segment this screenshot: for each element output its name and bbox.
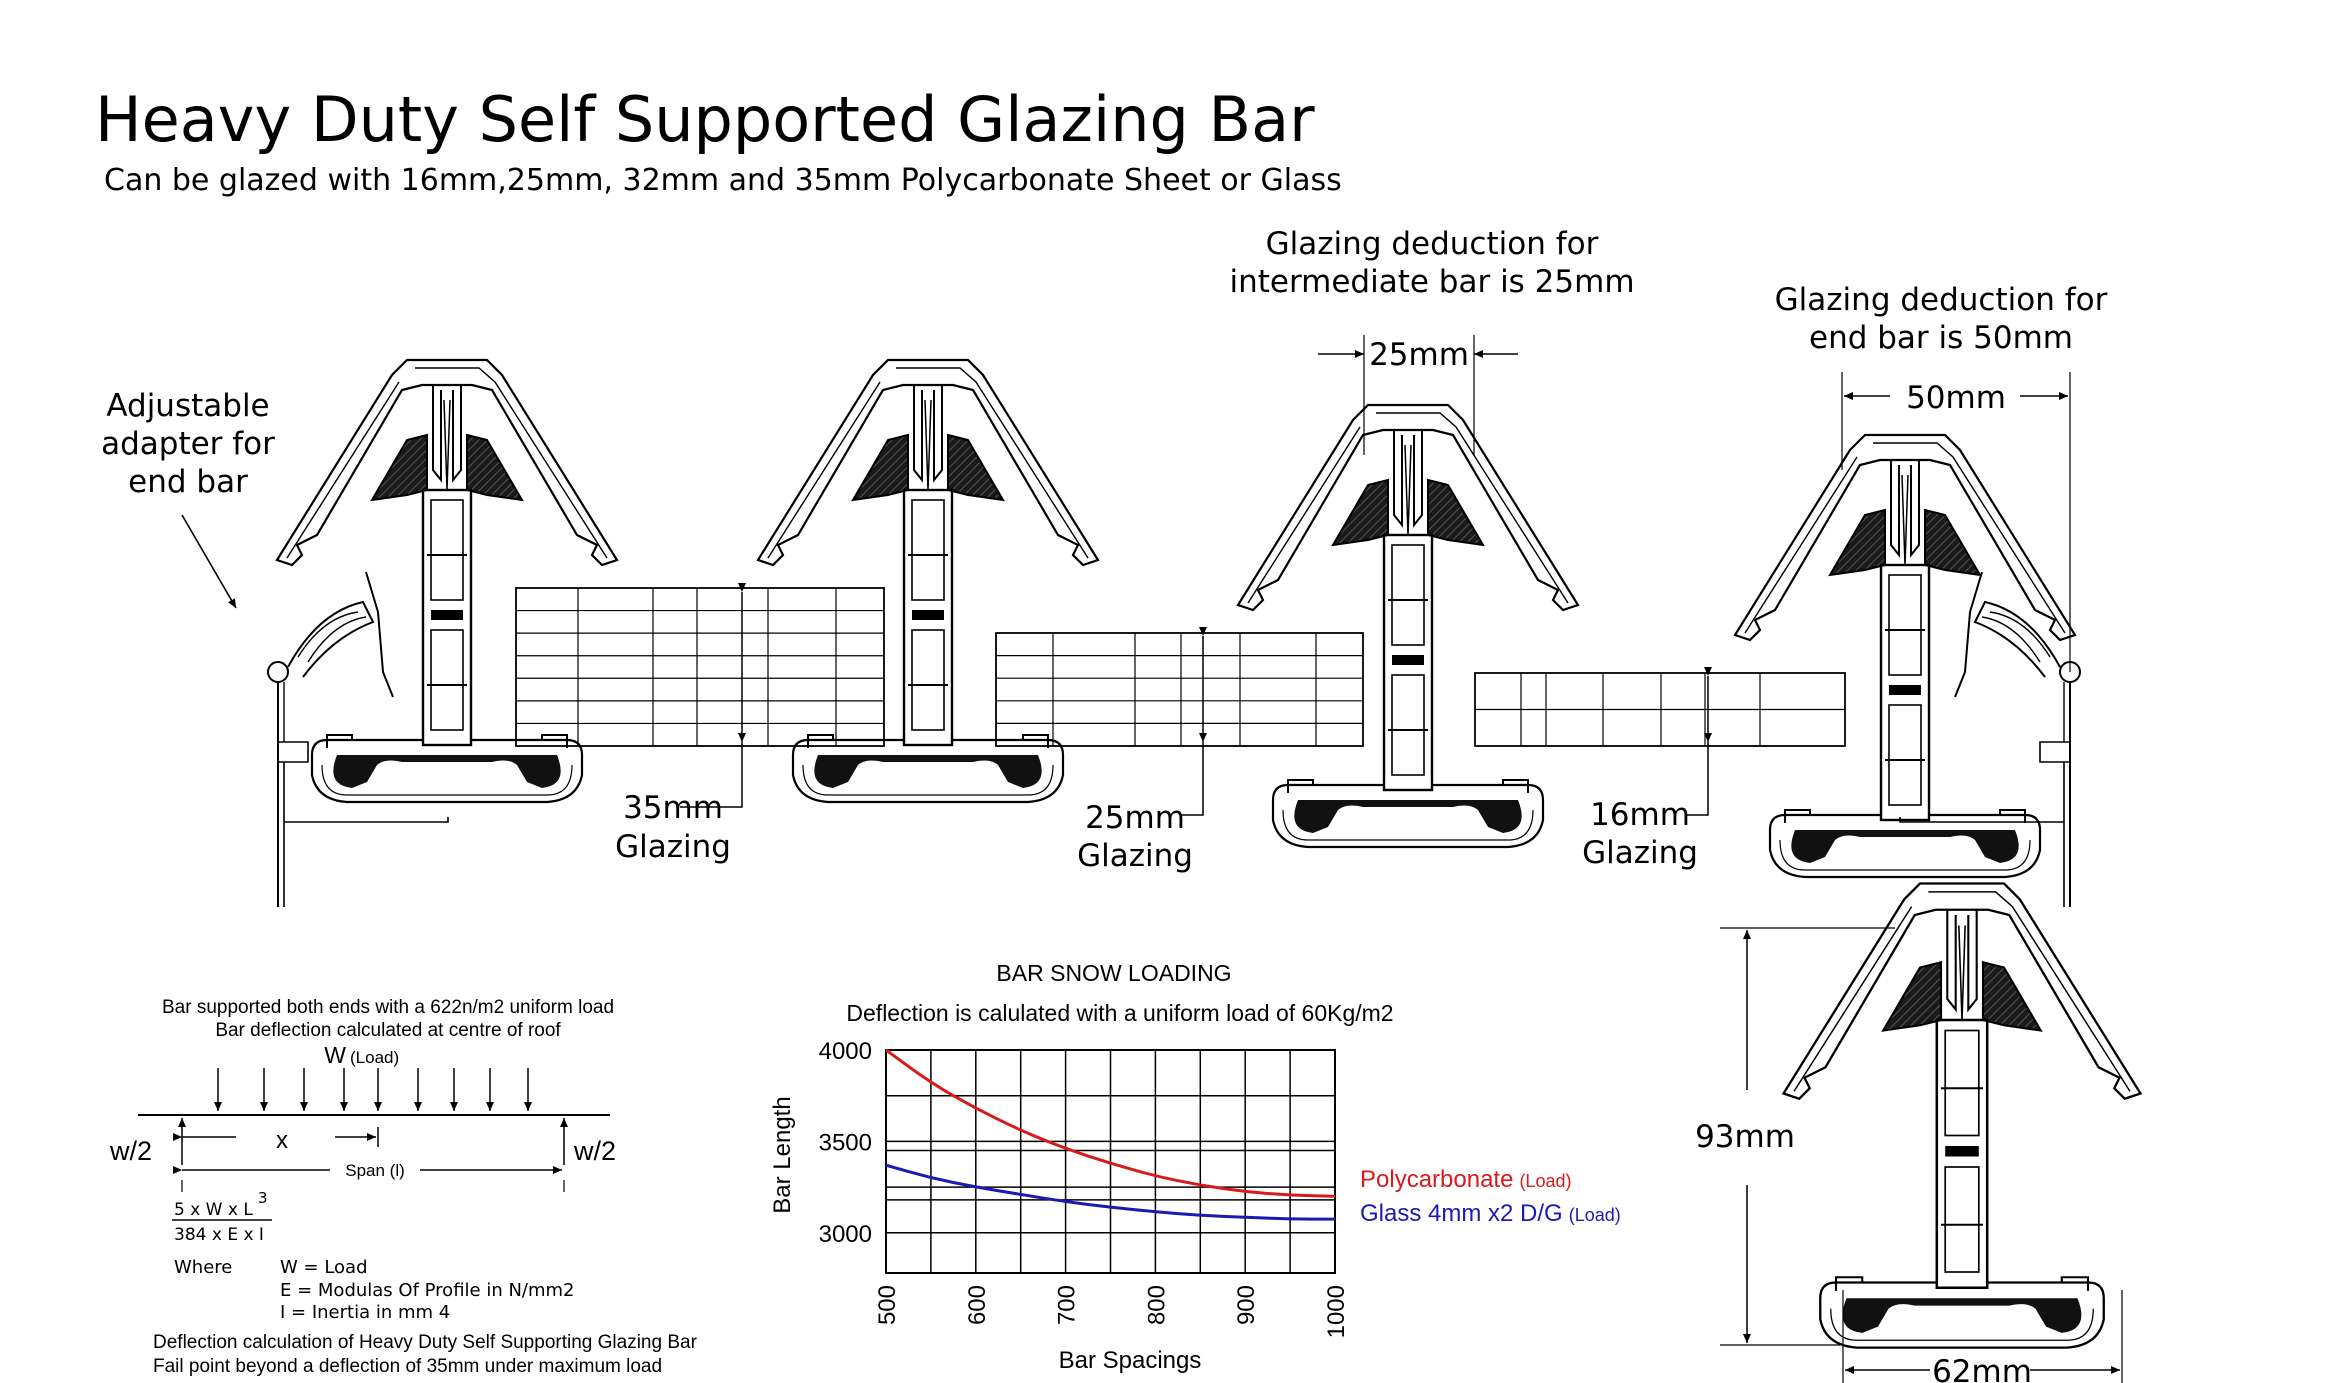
svg-text:end bar is 50mm: end bar is 50mm: [1809, 320, 2073, 356]
svg-text:Span (l): Span (l): [345, 1161, 405, 1180]
intermediate-deduction-label: Glazing deduction for intermediate bar i…: [1229, 226, 1634, 300]
svg-text:intermediate bar is 25mm: intermediate bar is 25mm: [1229, 264, 1634, 300]
svg-text:Bar supported both ends with a: Bar supported both ends with a 622n/m2 u…: [162, 997, 614, 1018]
sheet-25mm: [995, 632, 1364, 747]
svg-text:Glazing deduction for: Glazing deduction for: [1775, 282, 2108, 318]
x-tick-label: 900: [1233, 1285, 1260, 1325]
svg-text:Bar deflection calculated at c: Bar deflection calculated at centre of r…: [215, 1020, 561, 1041]
adapter-label: Adjustable adapter for end bar: [101, 388, 275, 500]
svg-text:(Load): (Load): [350, 1048, 399, 1067]
svg-text:35mm: 35mm: [623, 790, 723, 826]
svg-text:x: x: [276, 1127, 288, 1154]
chart-subtitle: Deflection is calulated with a uniform l…: [846, 1000, 1393, 1026]
end-bar-left: [275, 358, 619, 804]
svg-text:Where: Where: [174, 1257, 232, 1278]
svg-text:5 x W x L: 5 x W x L: [174, 1200, 253, 1220]
svg-text:Glazing: Glazing: [1582, 835, 1698, 871]
end-bar-right: [1733, 433, 2077, 879]
y-axis-label: Bar Length: [769, 1096, 796, 1213]
dim-93mm: 93mm: [1695, 1119, 1795, 1155]
intermediate-bar-2: [1236, 403, 1580, 849]
svg-text:W = Load: W = Load: [280, 1257, 368, 1278]
chart-series: [885, 1048, 1337, 1221]
series-line-1: [885, 1163, 1335, 1221]
page-title: Heavy Duty Self Supported Glazing Bar: [95, 83, 1315, 156]
glazing-35-label: 35mm Glazing: [615, 790, 731, 865]
svg-text:w/2: w/2: [109, 1136, 152, 1166]
legend-polycarbonate: Polycarbonate(Load): [1360, 1166, 1571, 1193]
dim-50mm: 50mm: [1906, 380, 2006, 416]
x-tick-label: 1000: [1323, 1285, 1350, 1338]
glazing-16-label: 16mm Glazing: [1582, 797, 1698, 871]
dim-25mm: 25mm: [1369, 337, 1469, 373]
series-line-0: [885, 1048, 1337, 1198]
y-tick-label: 3500: [819, 1129, 872, 1156]
svg-text:Glazing deduction for: Glazing deduction for: [1266, 226, 1599, 262]
page-subtitle: Can be glazed with 16mm,25mm, 32mm and 3…: [104, 163, 1342, 198]
svg-text:Glazing: Glazing: [615, 829, 731, 865]
x-tick-label: 800: [1143, 1285, 1170, 1325]
legend: Polycarbonate(Load) Glass 4mm x2 D/G(Loa…: [1360, 1166, 1621, 1227]
svg-text:3: 3: [258, 1189, 268, 1207]
intermediate-bar-1: [756, 358, 1100, 804]
chart-ticks: 3000 3500 4000 500 600 700 800 900 1000: [819, 1038, 1350, 1338]
x-tick-label: 600: [964, 1285, 991, 1325]
svg-text:Fail point beyond a deflection: Fail point beyond a deflection of 35mm u…: [153, 1356, 662, 1377]
dim-62mm: 62mm: [1932, 1354, 2032, 1383]
svg-text:w/2: w/2: [573, 1136, 616, 1166]
svg-text:Deflection calculation of Heav: Deflection calculation of Heavy Duty Sel…: [153, 1332, 698, 1353]
end-deduction-label: Glazing deduction for end bar is 50mm: [1775, 282, 2108, 356]
y-tick-label: 3000: [819, 1221, 872, 1248]
legend-glass: Glass 4mm x2 D/G(Load): [1360, 1200, 1621, 1227]
x-tick-label: 700: [1054, 1285, 1081, 1325]
sheet-16mm: [1474, 672, 1846, 747]
svg-text:25mm: 25mm: [1085, 800, 1185, 836]
single-bar-section: [1720, 882, 2142, 1383]
cross-section-drawing: [181, 335, 2081, 908]
svg-text:Adjustable: Adjustable: [106, 388, 269, 424]
snow-loading-chart: BAR SNOW LOADING Deflection is calulated…: [769, 960, 1621, 1374]
svg-text:adapter for: adapter for: [101, 426, 275, 462]
sheet-35mm: [515, 587, 885, 747]
svg-text:I = Inertia in mm 4: I = Inertia in mm 4: [280, 1302, 450, 1323]
chart-title: BAR SNOW LOADING: [996, 960, 1231, 986]
svg-text:end bar: end bar: [128, 464, 248, 500]
deflection-formula: Bar supported both ends with a 622n/m2 u…: [109, 997, 698, 1377]
svg-text:16mm: 16mm: [1590, 797, 1690, 833]
glazing-25-label: 25mm Glazing: [1077, 800, 1193, 874]
x-tick-label: 500: [874, 1285, 901, 1325]
svg-text:W: W: [324, 1042, 346, 1068]
svg-text:Glazing: Glazing: [1077, 838, 1193, 874]
chart-grid: [885, 1049, 1336, 1274]
svg-text:384 x E x I: 384 x E x I: [174, 1225, 264, 1245]
x-axis-label: Bar Spacings: [1059, 1347, 1202, 1374]
y-tick-label: 4000: [819, 1038, 872, 1065]
svg-text:E = Modulas Of Profile in: E = Modulas Of Profile in N/mm2: [280, 1280, 575, 1301]
